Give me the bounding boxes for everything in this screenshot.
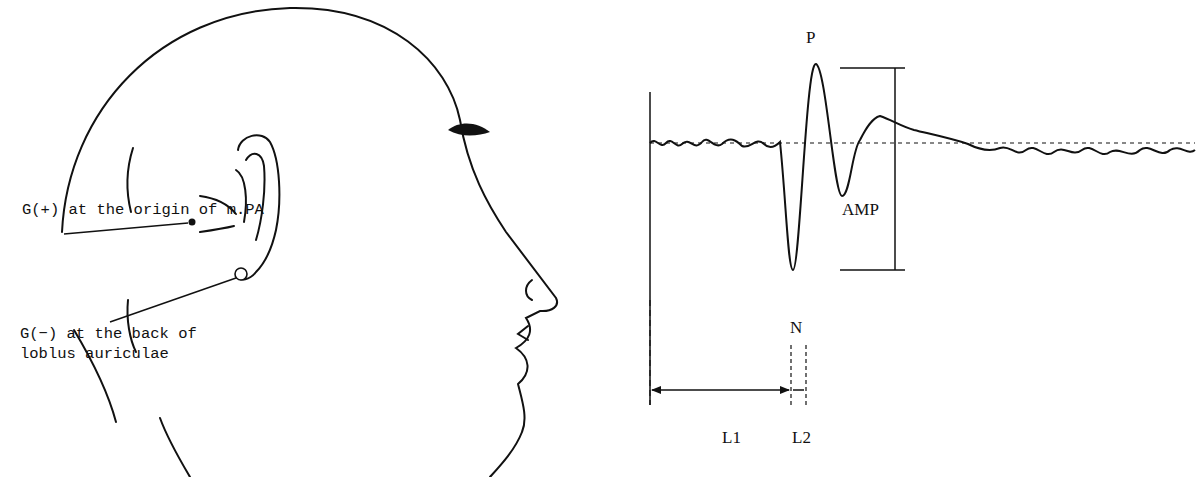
amp-bracket	[840, 68, 905, 270]
waveform-label: L2	[792, 428, 811, 448]
electrode-ring	[235, 268, 247, 280]
leader-line	[110, 278, 236, 322]
electrode-label: G(+) at the origin of m.PA	[22, 200, 264, 220]
latency-arrows	[652, 389, 804, 391]
waveform-label: N	[790, 318, 802, 338]
leader-line	[64, 223, 188, 234]
electrode-dot	[189, 219, 196, 226]
baseline	[650, 142, 1195, 143]
waveform	[650, 64, 1195, 270]
head-outline	[62, 8, 557, 477]
waveform-label: AMP	[842, 200, 879, 220]
waveform-label: L1	[722, 428, 741, 448]
start-line	[649, 92, 651, 405]
eyebrow	[448, 123, 490, 135]
electrode-label: G(−) at the back of loblus auriculae	[20, 324, 200, 364]
latency-marks	[791, 345, 806, 405]
start-line	[649, 300, 650, 405]
waveform-label: P	[806, 28, 815, 48]
